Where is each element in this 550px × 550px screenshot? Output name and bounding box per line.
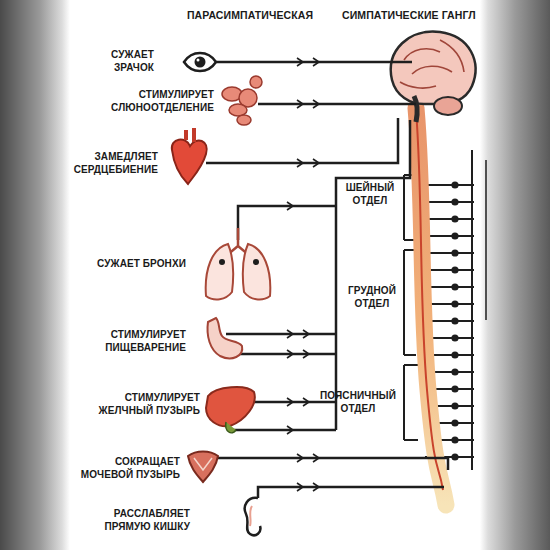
nerve-line — [242, 401, 336, 404]
parasympathetic-nerves — [206, 62, 448, 498]
section-label: ГРУДНОЙ ОТДЕЛ — [342, 284, 402, 310]
brain — [391, 32, 476, 122]
heart-vessels — [186, 128, 194, 142]
stomach-body — [208, 318, 243, 358]
salivary-glands — [222, 76, 262, 125]
spinal-cord — [416, 108, 446, 505]
brainstem — [414, 96, 417, 122]
nerve-line — [258, 487, 444, 498]
brain-folds — [400, 40, 464, 88]
nerve-line — [232, 429, 336, 432]
column-heading: ПАРАСИМПАТИЧЕСКАЯ — [175, 9, 325, 23]
nerve-line — [258, 103, 416, 106]
nerve-line — [336, 120, 410, 430]
bladder-body — [188, 452, 218, 483]
nerve-line — [214, 61, 412, 64]
pupil — [195, 57, 206, 68]
effect-label: СУЖАЕТ БРОНХИ — [66, 257, 186, 270]
eye — [184, 53, 216, 71]
nerve-line — [214, 457, 448, 460]
effect-label: ЗАМЕДЛЯЕТ СЕРДЦЕБИЕНИЕ — [58, 150, 158, 176]
section-label: ШЕЙНЫЙ ОТДЕЛ — [340, 181, 400, 207]
right-lung — [243, 244, 270, 299]
nerve-line — [206, 118, 398, 163]
effect-label: СТИМУЛИРУЕТ ПИЩЕВАРЕНИЕ — [92, 328, 186, 354]
liver — [206, 387, 255, 433]
nerve-line — [447, 458, 450, 470]
cerebellum — [434, 97, 462, 115]
heart — [172, 128, 207, 184]
urinary-bladder — [188, 452, 218, 483]
effect-label: СУЖАЕТ ЗРАЧОК — [98, 48, 154, 74]
spinal-cord-body — [416, 108, 446, 505]
gallbladder — [226, 422, 236, 433]
rectum — [245, 498, 261, 536]
column-heading: СИМПАТИЧЕСКИЕ ГАНГЛ — [342, 9, 492, 23]
nerve-line — [226, 333, 336, 336]
heart-body — [172, 140, 207, 184]
direction-chevrons — [287, 58, 319, 491]
rectum-outline — [245, 498, 261, 536]
nerve-line — [238, 206, 336, 240]
spinal-canal — [416, 110, 443, 490]
left-lung — [206, 244, 233, 299]
effect-label: РАССЛАБЛЯЕТ ПРЯМУЮ КИШКУ — [90, 507, 190, 533]
chain-line — [485, 160, 487, 320]
lungs — [206, 228, 271, 299]
effect-label: СОКРАЩАЕТ МОЧЕВОЙ ПУЗЫРЬ — [66, 455, 180, 481]
liver-body — [206, 387, 255, 426]
cerebrum — [391, 32, 476, 105]
lumbar-bracket — [404, 365, 418, 440]
section-label: ПОЯСНИЧНЫЙ ОТДЕЛ — [315, 389, 401, 415]
eye-glint — [197, 59, 200, 62]
nerve-line — [234, 353, 336, 356]
effect-label: СТИМУЛИРУЕТ ЖЕЛЧНЫЙ ПУЗЫРЬ — [78, 391, 200, 417]
eye-outline — [184, 53, 216, 71]
stomach — [208, 318, 243, 358]
effect-label: СТИМУЛИРУЕТ СЛЮНООТДЕЛЕНИЕ — [96, 88, 214, 114]
